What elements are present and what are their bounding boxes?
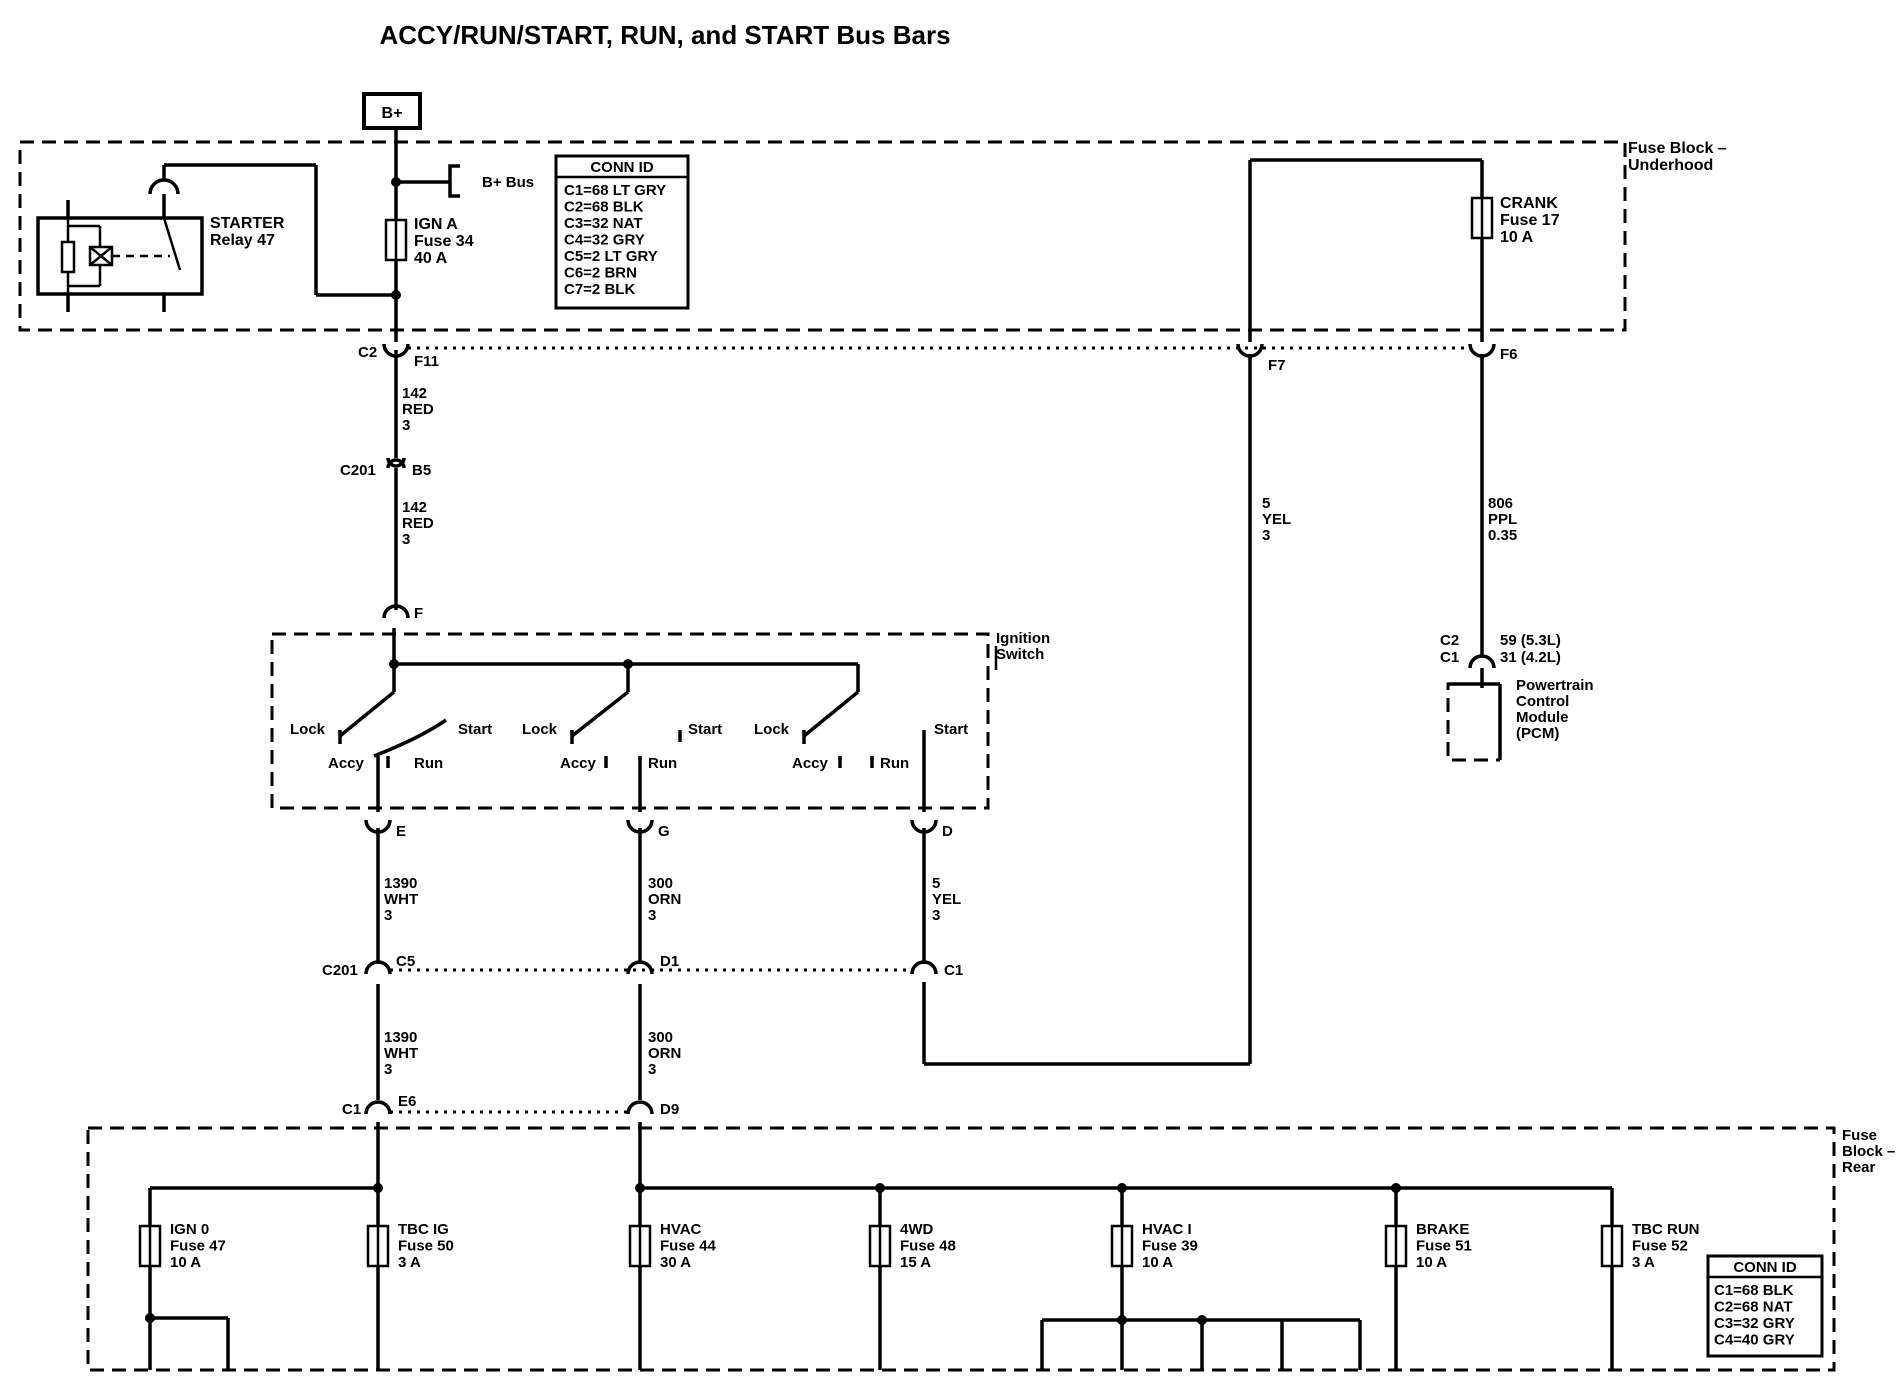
pcm-connector: [1468, 654, 1496, 669]
ignition-switch-label: Ignition Switch: [996, 630, 1054, 663]
switch-start-1: Start: [458, 721, 492, 738]
4wd-fuse-label: 4WD Fuse 48 15 A: [900, 1221, 960, 1271]
tbc-run-fuse-label: TBC RUN Fuse 52 3 A: [1632, 1221, 1704, 1271]
c201-mid-label: C201: [322, 962, 358, 979]
e-label: E: [396, 823, 406, 840]
brake-fuse-label: BRAKE Fuse 51 10 A: [1416, 1221, 1476, 1271]
f-label: F: [414, 605, 423, 622]
c1-e6-connector: [364, 1100, 392, 1115]
switch-start-2: Start: [688, 721, 722, 738]
wire-142-label-a: 142 RED 3: [402, 385, 438, 434]
starter-relay: [36, 163, 396, 312]
tbc-ig-fuse-label: TBC IG Fuse 50 3 A: [398, 1221, 458, 1271]
d9-label: D9: [660, 1101, 679, 1118]
c201-c5-connector: [364, 960, 392, 975]
c1-mid-label: C1: [944, 962, 963, 979]
switch-lock-3: Lock: [754, 721, 790, 738]
starter-relay-label: STARTER Relay 47: [210, 215, 289, 249]
crank-fuse-label: CRANK Fuse 17 10 A: [1500, 195, 1564, 246]
conn-id-underhood-table: [554, 154, 690, 310]
switch-run-1: Run: [414, 755, 443, 772]
switch-run-3: Run: [880, 755, 909, 772]
switch-lock-2: Lock: [522, 721, 558, 738]
hvac-fuse-label: HVAC Fuse 44 30 A: [660, 1221, 720, 1271]
d9-connector: [626, 1100, 654, 1115]
b-plus-terminal: [362, 92, 422, 130]
e6-label: E6: [398, 1093, 416, 1110]
fuse-block-underhood-border: [18, 140, 1627, 332]
d1-connector: [626, 960, 654, 975]
switch-accy-3: Accy: [792, 755, 829, 772]
g-label: G: [658, 823, 670, 840]
fuse-block-rear-border: [86, 1126, 1836, 1372]
wire-5-label-top: 5 YEL 3: [1262, 495, 1295, 544]
wire-1390-label-b: 1390 WHT 3: [384, 1029, 422, 1078]
c201-b5-connector-top: [386, 458, 406, 469]
diagram-title: ACCY/RUN/START, RUN, and START Bus Bars: [379, 20, 950, 50]
pcm-59-label: 59 (5.3L): [1500, 632, 1561, 649]
b-plus-label: B+: [382, 105, 403, 122]
wire-300-label-a: 300 ORN 3: [648, 875, 686, 924]
ignition-switch-contacts: [338, 628, 926, 812]
pcm-label: Powertrain Control Module (PCM): [1516, 677, 1598, 742]
wire-5-label-mid: 5 YEL 3: [932, 875, 965, 924]
f-connector: [382, 604, 410, 619]
pcm-c2-label: C2: [1440, 632, 1459, 649]
rear-bus-wiring: [145, 1122, 1614, 1370]
conn-id-underhood-rows: C1=68 LT GRY C2=68 BLK C3=32 NAT C4=32 G…: [564, 182, 670, 298]
ign-0-fuse-label: IGN 0 Fuse 47 10 A: [170, 1221, 230, 1271]
pcm-c1-label: C1: [1440, 649, 1459, 666]
wire-300-label-b: 300 ORN 3: [648, 1029, 686, 1078]
f11-label: F11: [414, 353, 439, 370]
d1-label: D1: [660, 953, 679, 970]
d-label: D: [942, 823, 953, 840]
conn-id-rear-rows: C1=68 BLK C2=68 NAT C3=32 GRY C4=40 GRY: [1714, 1282, 1799, 1349]
ignition-switch-border: [270, 632, 990, 810]
pcm-module-border: [1446, 682, 1500, 762]
wire-806-label: 806 PPL 0.35: [1488, 495, 1521, 544]
ign-a-fuse-label: IGN A Fuse 34 40 A: [414, 216, 478, 267]
b5-label: B5: [412, 462, 431, 479]
c2-label: C2: [358, 344, 377, 361]
wire-1390-label-a: 1390 WHT 3: [384, 875, 422, 924]
wire-142-label-b: 142 RED 3: [402, 499, 438, 548]
c1-bot-label: C1: [342, 1101, 361, 1118]
switch-run-2: Run: [648, 755, 677, 772]
c1-mid-connector: [910, 960, 938, 975]
f6-label: F6: [1500, 346, 1518, 363]
b-plus-bus-label: B+ Bus: [482, 174, 534, 191]
switch-accy-1: Accy: [328, 755, 365, 772]
conn-id-rear-header: CONN ID: [1733, 1259, 1797, 1276]
pcm-31-label: 31 (4.2L): [1500, 649, 1561, 666]
c201-top-label: C201: [340, 462, 376, 479]
hvac-i-fuse-label: HVAC I Fuse 39 10 A: [1142, 1221, 1202, 1271]
f7-label: F7: [1268, 357, 1286, 374]
switch-accy-2: Accy: [560, 755, 597, 772]
c5-label: C5: [396, 953, 415, 970]
switch-lock-1: Lock: [290, 721, 326, 738]
conn-id-underhood-header: CONN ID: [590, 159, 654, 176]
fuse-block-rear-label: Fuse Block – Rear: [1842, 1127, 1898, 1176]
conn-id-rear-table: [1706, 1254, 1824, 1358]
fuse-block-underhood-label: Fuse Block – Underhood: [1628, 140, 1731, 174]
switch-start-3: Start: [934, 721, 968, 738]
